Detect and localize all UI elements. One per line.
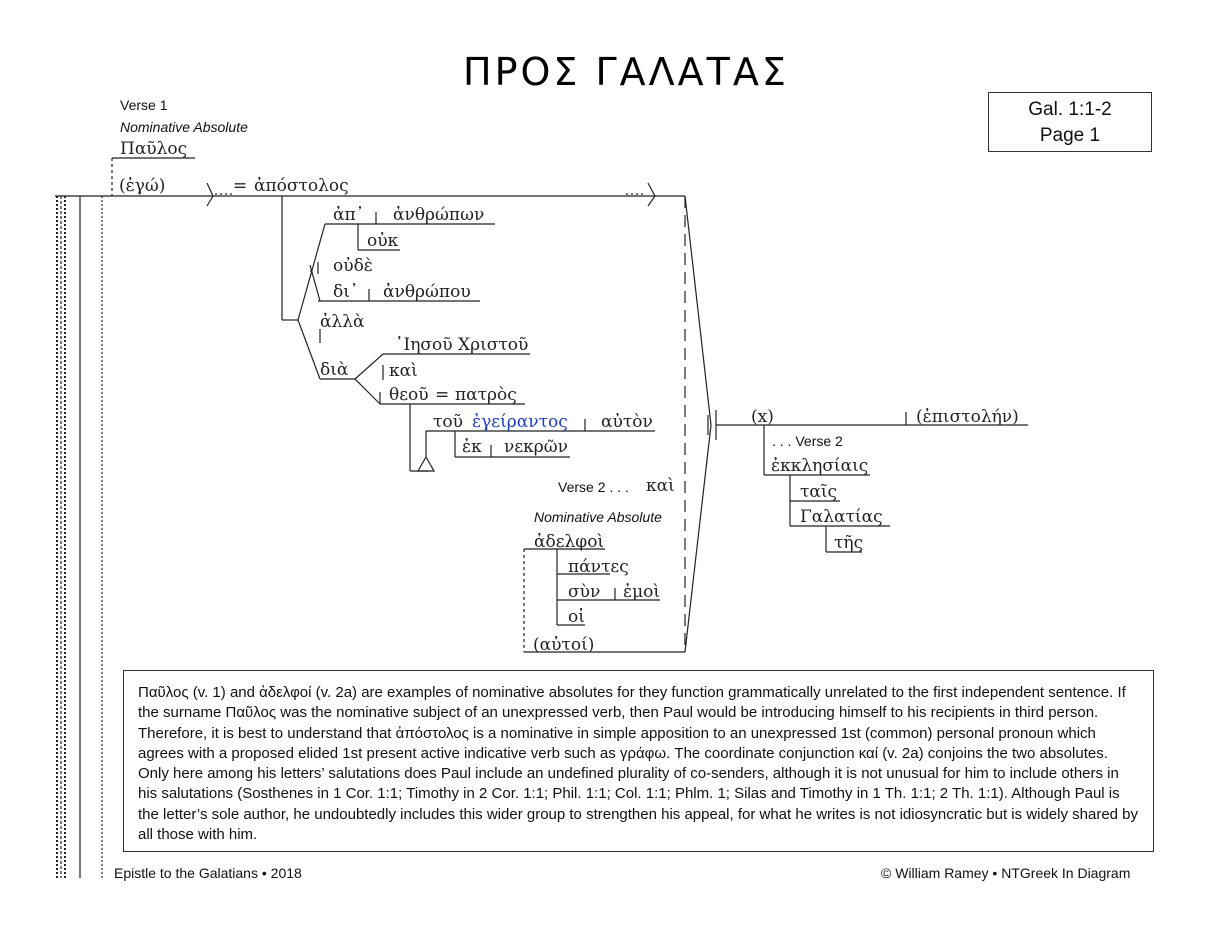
word-oude: οὐδὲ — [333, 256, 373, 276]
word-anthropon: ἀνθρώπων — [393, 205, 485, 225]
word-iesou-christou: ᾽Ιησοῦ Χριστοῦ — [395, 335, 529, 355]
word-tais: ταῖς — [800, 482, 838, 502]
word-autoi: (αὐτοί) — [533, 635, 595, 655]
word-patros: πατρὸς — [455, 385, 517, 405]
verse1-label: Verse 1 — [120, 97, 168, 113]
word-ego: (ἐγώ) — [119, 176, 166, 196]
word-apostolos: ἀπόστολος — [254, 176, 349, 196]
word-tes: τῆς — [834, 533, 864, 553]
explanatory-note: Παῦλος (v. 1) and ἀδελφοί (v. 2a) are ex… — [123, 670, 1154, 852]
word-ek: ἐκ — [462, 437, 482, 457]
word-paulos: Παῦλος — [120, 139, 188, 159]
word-di: δι᾽ — [333, 282, 359, 302]
word-kai-2: καὶ — [646, 476, 675, 496]
word-anthropou: ἀνθρώπου — [383, 282, 471, 302]
verse1-construction-label: Nominative Absolute — [120, 119, 248, 135]
word-kai-1: καὶ — [389, 361, 418, 381]
word-hoi: οἱ — [568, 607, 585, 627]
word-epistolen: (ἐπιστολήν) — [916, 407, 1019, 427]
word-alla: ἀλλὰ — [320, 312, 365, 332]
word-ekklesiais: ἐκκλησίαις — [771, 456, 869, 476]
verse2-construction-label: Nominative Absolute — [534, 509, 662, 525]
reference-passage: Gal. 1:1-2 — [1028, 99, 1112, 120]
word-ouk: οὐκ — [367, 231, 399, 251]
word-ap: ἀπ᾽ — [333, 205, 365, 225]
equals-sign-2: = — [435, 385, 450, 405]
equals-sign: = — [233, 176, 248, 196]
reference-page: Page 1 — [1039, 125, 1101, 146]
word-x: (x) — [751, 407, 774, 427]
word-tou: τοῦ — [433, 412, 463, 432]
word-auton: αὐτὸν — [601, 412, 653, 432]
reference-box: Gal. 1:1-2 Page 1 — [988, 92, 1152, 152]
verse2-marker: . . . Verse 2 — [772, 433, 843, 449]
word-adelphoi: ἀδελφοὶ — [534, 532, 605, 552]
footer-right: © William Ramey • NTGreek In Diagram — [881, 865, 1131, 881]
word-dia: διὰ — [320, 360, 349, 380]
note-text: Παῦλος (v. 1) and ἀδελφοί (v. 2a) are ex… — [138, 684, 1139, 844]
word-theou: θεοῦ — [389, 385, 429, 405]
word-pantes: πάντες — [568, 557, 629, 577]
word-egeirantos: ἐγείραντος — [472, 412, 568, 432]
verse2-label: Verse 2 . . . — [558, 479, 629, 495]
word-galatias: Γαλατίας — [800, 507, 883, 527]
word-emoi: ἐμοὶ — [623, 582, 661, 602]
word-syn: σὺν — [568, 582, 601, 602]
page-title: ΠΡΟΣ ΓΑΛΑΤΑΣ — [463, 50, 789, 94]
word-nekron: νεκρῶν — [504, 437, 568, 457]
footer-left: Epistle to the Galatians • 2018 — [114, 865, 302, 881]
